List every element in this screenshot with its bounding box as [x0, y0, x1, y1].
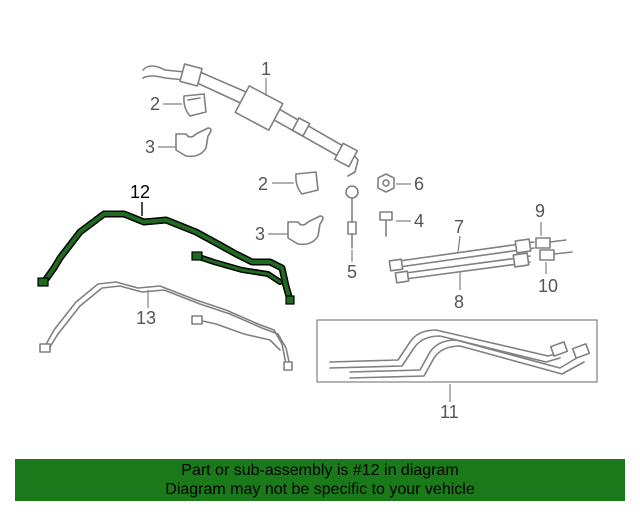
callout-1: 1	[261, 59, 271, 79]
callout-10: 10	[538, 276, 558, 296]
callout-6: 6	[414, 174, 424, 194]
callout-5: 5	[347, 262, 357, 282]
callout-7: 7	[454, 217, 464, 237]
bushing-lower[interactable]	[295, 171, 319, 195]
stabilizer-bar[interactable]	[142, 63, 359, 177]
callout-3-upper: 3	[145, 137, 155, 157]
callout-11: 11	[440, 402, 459, 422]
bracket-lower[interactable]	[287, 215, 324, 246]
disclaimer-banner: Part or sub-assembly is #12 in diagram D…	[15, 459, 625, 501]
hose-13[interactable]	[39, 281, 293, 371]
callout-8: 8	[454, 292, 464, 312]
banner-line-1: Part or sub-assembly is #12 in diagram	[181, 462, 459, 479]
callout-3-lower: 3	[255, 224, 265, 244]
callout-9: 9	[535, 201, 545, 221]
stabilizer-link[interactable]	[345, 185, 359, 249]
hose-7[interactable]	[388, 238, 535, 272]
leader-7	[457, 235, 461, 253]
bushing-upper[interactable]	[183, 93, 207, 117]
highlighted-hose-12[interactable]	[37, 210, 295, 305]
bolt[interactable]	[379, 211, 393, 237]
fitting-9[interactable]	[535, 237, 567, 249]
tube-assembly-11[interactable]	[316, 319, 598, 383]
banner-line-2: Diagram may not be specific to your vehi…	[165, 481, 475, 498]
bracket-upper[interactable]	[175, 127, 212, 158]
callout-2-lower: 2	[258, 174, 268, 194]
hose-8[interactable]	[394, 252, 531, 284]
fitting-10[interactable]	[539, 249, 573, 261]
callout-12: 12	[130, 182, 150, 202]
callout-4: 4	[414, 211, 424, 231]
nut[interactable]	[377, 173, 395, 193]
callout-2-upper: 2	[150, 94, 160, 114]
callout-13: 13	[136, 308, 156, 328]
